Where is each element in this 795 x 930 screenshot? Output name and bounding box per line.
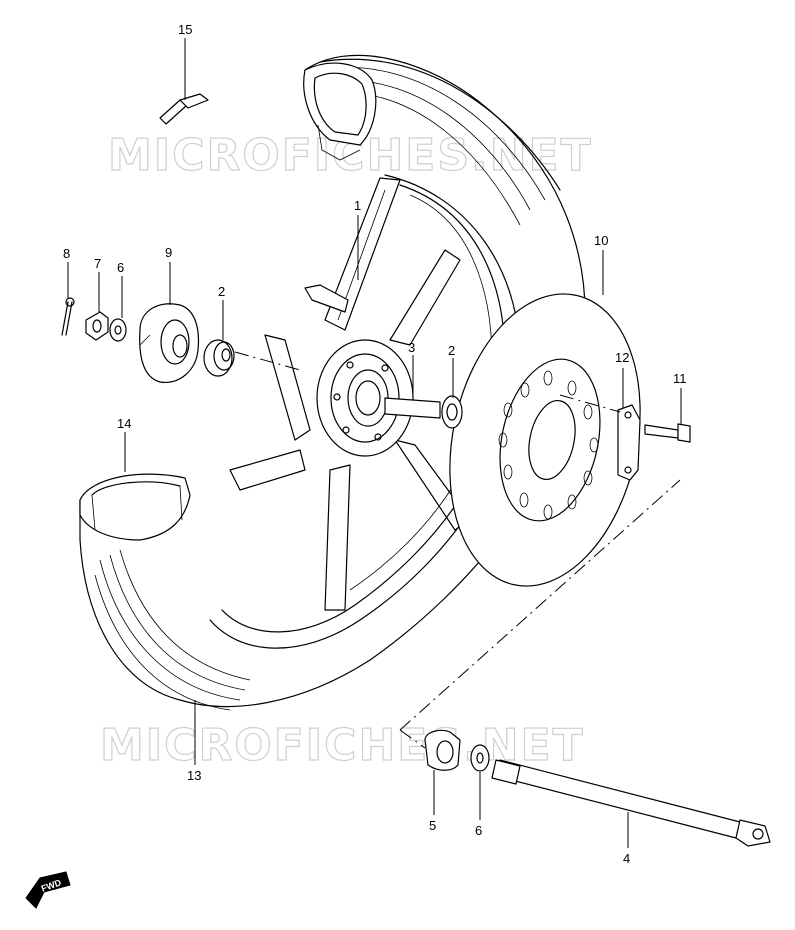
callout-14: 14 [117,416,131,431]
spacer-and-bearing [384,395,463,429]
washer-left [109,318,127,342]
callout-6-left: 6 [117,260,124,275]
callout-10: 10 [594,233,608,248]
washer-bottom [470,744,490,772]
callout-3: 3 [408,340,415,355]
callout-5: 5 [429,818,436,833]
assembly-lines [234,351,681,749]
bearing-left [203,339,235,377]
castle-nut [85,311,109,341]
axle-spacer [424,729,461,771]
wheel-hub [316,339,414,457]
leader-lines [67,38,682,848]
callout-7: 7 [94,256,101,271]
callout-4: 4 [623,851,630,866]
disc-lock-plate [617,404,641,481]
disc-bolt [644,423,691,443]
callout-12: 12 [615,350,629,365]
callout-8: 8 [63,246,70,261]
callout-1: 1 [354,198,361,213]
speedometer-gearbox [139,303,200,383]
callout-9: 9 [165,245,172,260]
callout-13: 13 [187,768,201,783]
tire-valve [159,93,209,125]
callout-2-right: 2 [448,343,455,358]
cotter-pin [61,297,75,336]
callout-2-left: 2 [218,284,225,299]
callout-11: 11 [673,371,687,386]
forward-arrow-icon: FWD [25,871,71,909]
callout-6-bottom: 6 [475,823,482,838]
front-axle [491,759,771,847]
callout-labels: 15 1 10 8 7 6 9 2 3 2 12 11 14 13 5 6 4 [63,22,687,866]
callout-15: 15 [178,22,192,37]
